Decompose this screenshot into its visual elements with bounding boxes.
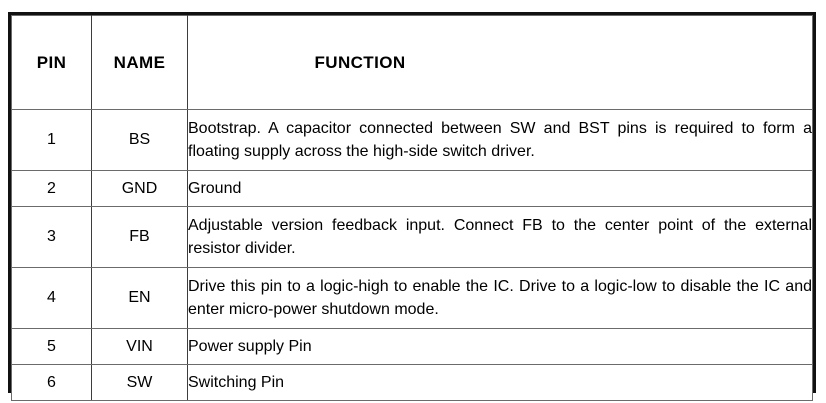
table-header-row: PIN NAME FUNCTION xyxy=(11,15,813,110)
cell-name: BS xyxy=(91,109,188,171)
table-row: 2 GND Ground xyxy=(11,170,813,207)
cell-function-text: Drive this pin to a logic-high to enable… xyxy=(188,277,812,318)
cell-function-text: Adjustable version feedback input. Conne… xyxy=(188,216,812,257)
cell-name: FB xyxy=(91,206,188,268)
column-header-function: FUNCTION xyxy=(187,15,813,110)
cell-function: Switching Pin xyxy=(187,364,813,401)
cell-function: Power supply Pin xyxy=(187,328,813,365)
cell-function: Adjustable version feedback input. Conne… xyxy=(187,206,813,268)
cell-function: Bootstrap. A capacitor connected between… xyxy=(187,109,813,171)
table-row: 6 SW Switching Pin xyxy=(11,364,813,401)
cell-pin: 6 xyxy=(11,364,92,401)
cell-function-text: Bootstrap. A capacitor connected between… xyxy=(188,119,812,160)
column-header-name: NAME xyxy=(91,15,188,110)
cell-name: GND xyxy=(91,170,188,207)
cell-function-text: Ground xyxy=(188,179,242,197)
table-row: 5 VIN Power supply Pin xyxy=(11,328,813,365)
cell-function-text: Power supply Pin xyxy=(188,337,312,355)
cell-pin: 5 xyxy=(11,328,92,365)
cell-name: SW xyxy=(91,364,188,401)
cell-pin: 2 xyxy=(11,170,92,207)
column-header-function-label: FUNCTION xyxy=(314,52,406,72)
cell-name: EN xyxy=(91,267,188,329)
pin-description-table: PIN NAME FUNCTION 1 BS Bootstrap. A capa… xyxy=(11,15,813,401)
table-header: PIN NAME FUNCTION xyxy=(11,15,813,110)
cell-pin: 3 xyxy=(11,206,92,268)
column-header-pin: PIN xyxy=(11,15,92,110)
cell-function: Ground xyxy=(187,170,813,207)
table-body: 1 BS Bootstrap. A capacitor connected be… xyxy=(11,109,813,401)
pin-description-table-frame: PIN NAME FUNCTION 1 BS Bootstrap. A capa… xyxy=(8,12,816,401)
table-row: 3 FB Adjustable version feedback input. … xyxy=(11,206,813,268)
table-row: 4 EN Drive this pin to a logic-high to e… xyxy=(11,267,813,329)
cell-pin: 1 xyxy=(11,109,92,171)
cell-pin: 4 xyxy=(11,267,92,329)
cell-function-text: Switching Pin xyxy=(188,373,285,391)
cell-name: VIN xyxy=(91,328,188,365)
cell-function: Drive this pin to a logic-high to enable… xyxy=(187,267,813,329)
table-row: 1 BS Bootstrap. A capacitor connected be… xyxy=(11,109,813,171)
